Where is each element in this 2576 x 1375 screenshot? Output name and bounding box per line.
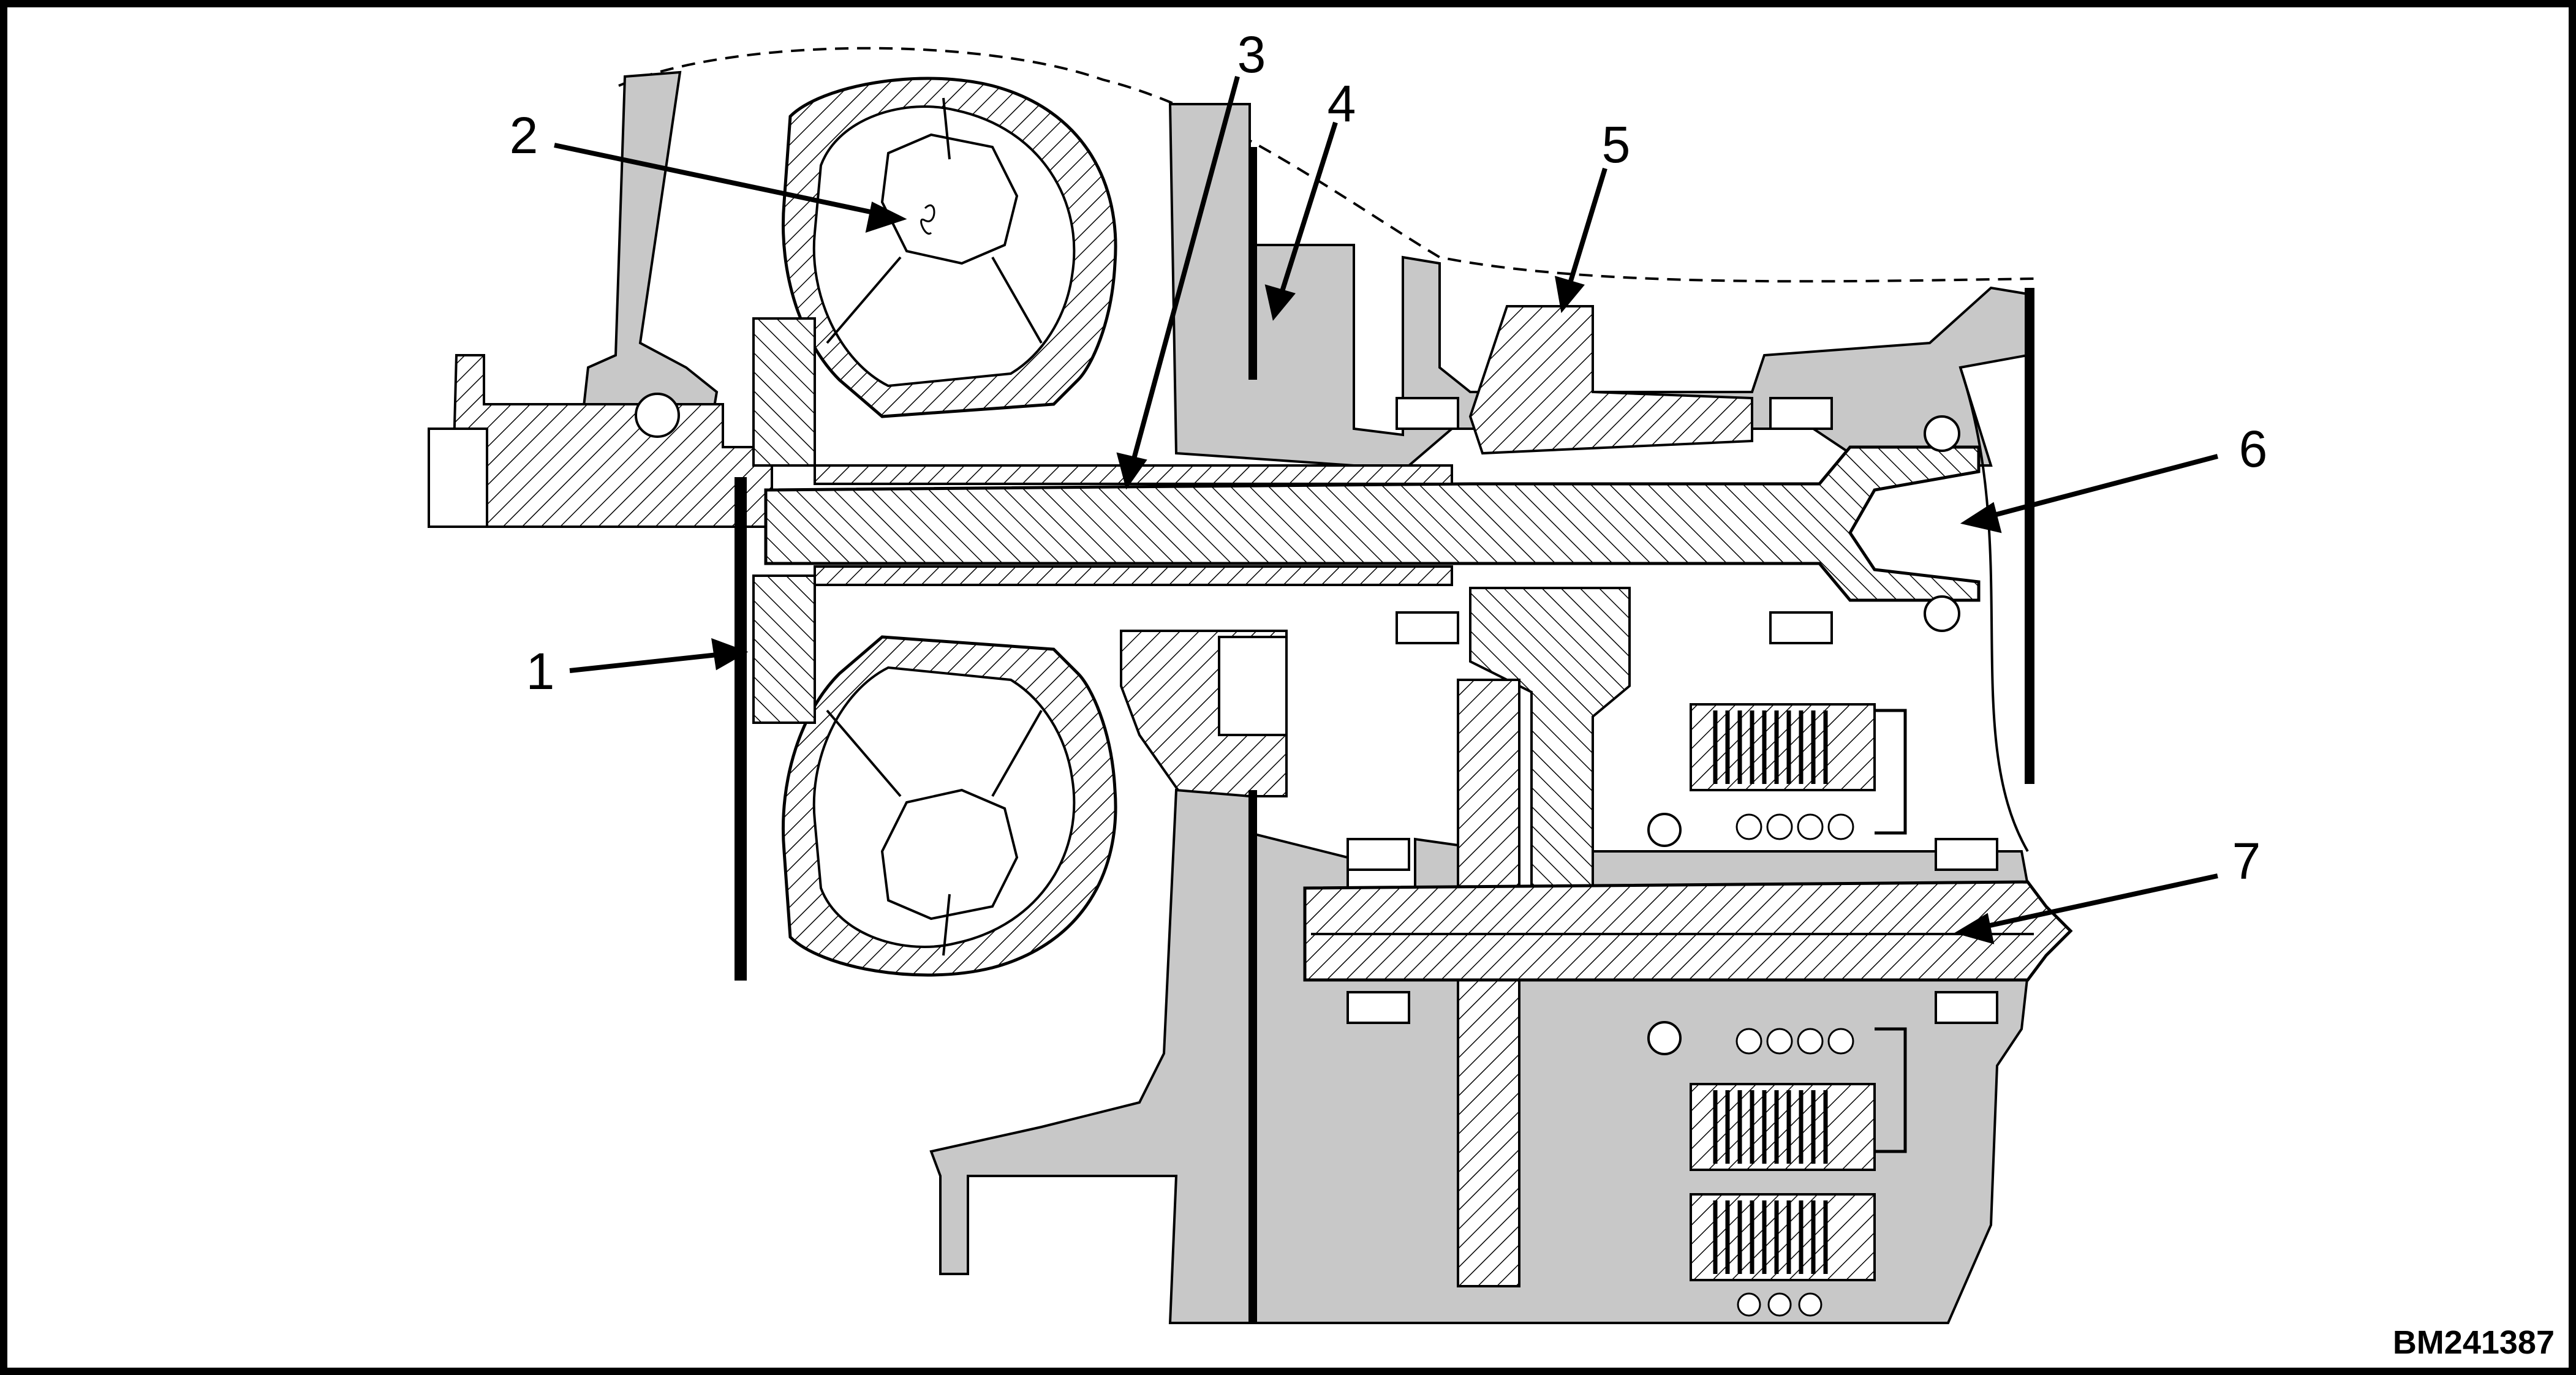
input-shaft: [764, 445, 1981, 602]
separator-wall-lower: [1248, 790, 1257, 1323]
arrowhead-4: [1264, 284, 1296, 321]
arrowhead-7: [1954, 913, 1995, 944]
callout-6: 6: [2239, 420, 2268, 478]
callout-2: 2: [510, 107, 538, 164]
callout-3: 3: [1237, 26, 1266, 83]
input-gear-hub: [1468, 305, 1753, 455]
output-shaft: [1303, 880, 2073, 982]
leader-line-2: [554, 143, 883, 217]
housing-outline-dashed: [618, 47, 2034, 283]
stator-swirl-icon: [920, 204, 935, 235]
turbine-blade-lower: [826, 709, 1043, 956]
output-flange-plate: [2025, 288, 2034, 784]
leader-line-4: [1278, 121, 1338, 298]
flexplate: [735, 477, 747, 981]
leader-lines: [554, 75, 2219, 944]
leader-line-3: [1130, 75, 1240, 467]
pump-gear-lower: [1218, 636, 1288, 736]
arrowhead-2: [865, 202, 907, 233]
leader-line-6: [1984, 454, 2219, 520]
clutch-piston-housing: [1875, 709, 1907, 1153]
stator-lower: [880, 788, 1019, 921]
arrowhead-1: [711, 638, 749, 671]
figure-id-label: BM241387: [2393, 1324, 2555, 1361]
return-springs: [1736, 813, 1854, 1317]
clutch-pack-upper: [1690, 703, 1876, 791]
callout-1: 1: [526, 642, 555, 700]
turbine-blade-upper: [826, 97, 1043, 344]
ball-bearings: [1647, 415, 1960, 1055]
callout-7: 7: [2232, 832, 2261, 890]
leader-line-5: [1566, 167, 1607, 290]
arrowhead-5: [1554, 276, 1585, 314]
clutch-pack-lower-2: [1690, 1193, 1876, 1281]
tapered-bearings: [1347, 397, 1998, 1024]
transfer-gear-lower: [1457, 679, 1520, 1287]
arrowhead-3: [1116, 452, 1147, 490]
input-bearing: [635, 393, 680, 438]
clutch-pack-lower: [1690, 1083, 1876, 1171]
arrowhead-6: [1960, 502, 2002, 533]
leader-line-7: [1978, 873, 2218, 930]
callout-5: 5: [1602, 116, 1631, 173]
pilot-bolt: [428, 428, 488, 528]
leader-line-1: [569, 652, 723, 673]
stator-support-sleeve: [814, 464, 1453, 586]
callout-4: 4: [1328, 75, 1356, 132]
separator-wall-left: [1248, 147, 1257, 380]
